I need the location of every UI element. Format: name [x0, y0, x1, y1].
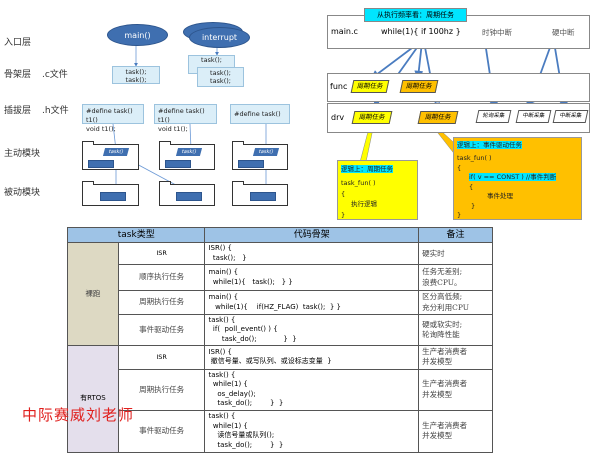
- plugin-note: #define task() t1()void t1();: [154, 104, 217, 133]
- module-block: [100, 192, 126, 201]
- note-cell: 硬或软实时; 轮询降性能: [418, 314, 493, 347]
- main-c-label: main.c: [331, 27, 358, 36]
- code-cell: task() { while(1) { os_delay(); task_do(…: [204, 368, 420, 411]
- layer-label: 入口层: [4, 38, 32, 48]
- main-entry-ellipse: main(): [107, 24, 168, 46]
- module-block: [250, 192, 276, 201]
- task-type-cell: ISR: [117, 345, 206, 370]
- task-type-cell: 周期执行任务: [117, 368, 206, 411]
- group-rtos: 有RTOS: [67, 345, 119, 453]
- code-cell: ISR() { task(); }: [204, 242, 420, 266]
- module-block: [165, 160, 191, 168]
- header-notes: 备注: [418, 226, 493, 244]
- task-block: task(): [175, 148, 203, 156]
- main-loop-code: while(1){ if 100hz }: [381, 27, 461, 36]
- author-watermark: 中际赛威刘老师: [22, 406, 135, 424]
- module-block: [238, 160, 264, 168]
- hardware-interrupt-label: 硬中断: [552, 28, 575, 37]
- file-label: .h文件: [42, 106, 69, 116]
- table-row: 事件驱动任务 task() { if( poll_event() ) { tas…: [68, 314, 493, 347]
- periodic-task-yellow: 周期任务: [350, 80, 390, 93]
- skeleton-note: task();task();: [197, 67, 244, 87]
- table-row: 顺序执行任务 main() { while(1){ task(); } } 任务…: [68, 264, 493, 292]
- clock-interrupt-label: 时钟中断: [482, 28, 512, 37]
- yellow-callout: 逻辑上：周期任务 task_fun( ) { 执行逻辑 }: [337, 160, 418, 220]
- code-cell: main() { while(1){ if(HZ_FLAG) task(); }…: [204, 290, 420, 316]
- note-cell: 硬实时: [418, 242, 493, 266]
- periodic-task-orange: 周期任务: [417, 111, 459, 124]
- code-cell: main() { while(1){ task(); } }: [204, 264, 420, 292]
- layer-label: 插拔层: [4, 106, 32, 116]
- orange-callout: 逻辑上：事件驱动任务 task_fun( ) { if( v == CONST …: [453, 137, 582, 220]
- layer-label: 被动模块: [4, 188, 41, 198]
- table-row: 周期执行任务 task() { while(1) { os_delay(); t…: [68, 368, 493, 411]
- layer-label: 主动模块: [4, 149, 41, 159]
- task-type-cell: 顺序执行任务: [117, 264, 206, 292]
- file-label: .c文件: [42, 70, 68, 80]
- note-cell: 生产者消费者 并发模型: [418, 368, 493, 411]
- task-type-cell: 事件驱动任务: [117, 314, 206, 347]
- task-type-cell: ISR: [117, 242, 206, 266]
- task-type-cell: 周期执行任务: [117, 290, 206, 316]
- code-cell: ISR() { 撤信号量、或写队列、或设标志变量 }: [204, 345, 420, 370]
- layer-label: 骨架层: [4, 70, 32, 80]
- table-header-row: task类型 代码骨架 备注: [66, 226, 493, 244]
- interrupt-collect-box: 中断采集: [515, 110, 552, 123]
- group-bare-metal: 裸跑: [67, 242, 119, 347]
- module-block: [88, 160, 114, 168]
- note-cell: 区分高低频; 充分利用CPU: [418, 290, 493, 316]
- note-cell: 生产者消费者 并发模型: [418, 409, 493, 453]
- code-cell: task() { while(1) { 读信号量或队列(); task_do()…: [204, 409, 420, 453]
- skeleton-note: task();task();: [112, 66, 160, 84]
- table-row: 事件驱动任务 task() { while(1) { 读信号量或队列(); ta…: [68, 409, 493, 453]
- task-type-cell: 事件驱动任务: [117, 409, 206, 453]
- drv-label: drv: [331, 113, 345, 122]
- periodic-task-orange: 周期任务: [399, 80, 439, 93]
- task-type-table: task类型 代码骨架 备注 裸跑 ISR ISR() { task(); } …: [66, 226, 493, 453]
- interrupt-collect-box: 中断采集: [552, 110, 589, 123]
- header-code-skeleton: 代码骨架: [204, 226, 420, 244]
- code-cell: task() { if( poll_event() ) { task_do();…: [204, 314, 420, 347]
- frequency-tag: 从执行频率看：周期任务: [364, 8, 467, 22]
- table-row: 裸跑 ISR ISR() { task(); } 硬实时: [67, 242, 493, 347]
- task-block: task(): [252, 148, 280, 156]
- table-row: 周期执行任务 main() { while(1){ if(HZ_FLAG) ta…: [68, 290, 493, 316]
- periodic-task-yellow: 周期任务: [351, 111, 393, 124]
- table-row: 有RTOS ISR ISR() { 撤信号量、或写队列、或设标志变量 } 生产者…: [67, 345, 493, 453]
- note-cell: 任务无差别; 浪费CPU。: [418, 264, 493, 292]
- plugin-note: #define task() t1()void t1();: [82, 104, 144, 133]
- interrupt-entry-ellipse: interrupt: [189, 27, 250, 48]
- poll-collect-box: 轮询采集: [475, 110, 512, 123]
- func-label: func: [330, 82, 348, 91]
- plugin-note: #define task(): [230, 104, 290, 124]
- task-block: task(): [102, 148, 130, 156]
- note-cell: 生产者消费者 并发模型: [418, 345, 493, 370]
- header-task-type: task类型: [66, 226, 206, 244]
- module-block: [176, 192, 202, 201]
